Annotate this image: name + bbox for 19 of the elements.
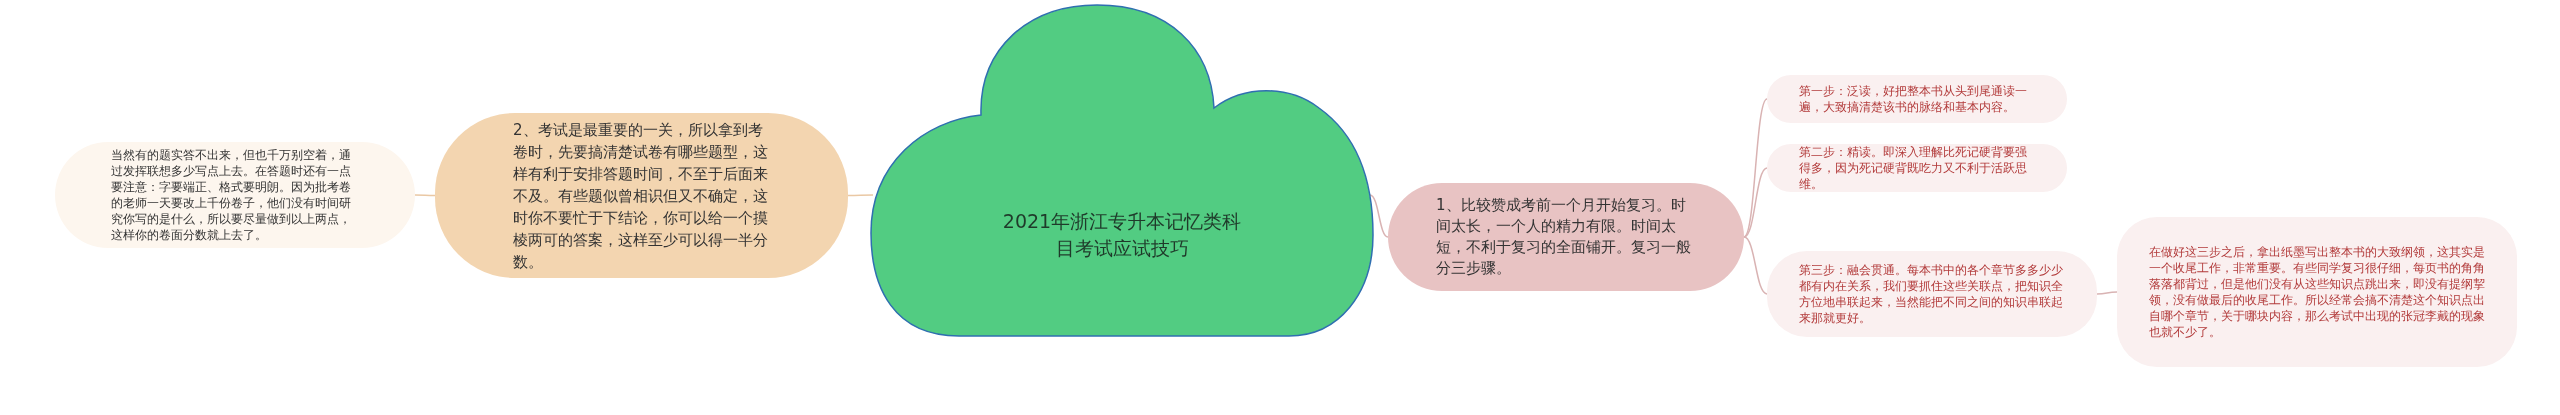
connector-line bbox=[1743, 167, 1768, 238]
subtopic-node bbox=[1767, 75, 2067, 123]
connector-line bbox=[1743, 236, 1768, 295]
node-text: 2、考试是最重要的一关，所以拿到考卷时，先要搞清楚试卷有哪些题型，这样有利于安排答题时间，不至于后面来不及。有些题似曾相识但又不确定，这时你不要忙于下结论，你可以给一个摸棱两可的答案，这样至少可以得一半分数。 bbox=[513, 119, 769, 273]
connector-line bbox=[414, 194, 436, 197]
node-text: 第二步：精读。即深入理解比死记硬背要强得多，因为死记硬背既吃力又不利于活跃思维。 bbox=[1799, 144, 2028, 192]
node-text: 当然有的题实答不出来，但也千万别空着，通过发挥联想多少写点上去。在答题时还有一点要注意：字要端正、格式要明朗。因为批考卷的老师一天要改上千份卷子，他们没有时间研究你写的是什么，所以要尽量做到以上两点，这样你的卷面分数就上去了。 bbox=[111, 147, 352, 243]
cloud-node bbox=[869, 3, 1375, 338]
connector-line bbox=[1743, 98, 1768, 238]
subtopic-node bbox=[1767, 144, 2067, 192]
title-text: 2021年浙江专升本记忆类科目考试应试技巧 bbox=[1001, 209, 1243, 261]
connector-line bbox=[847, 194, 874, 197]
connector-line bbox=[1369, 194, 1389, 238]
node-text: 1、比较赞成考前一个月开始复习。时间太长，一个人的精力有限。时间太短，不利于复习的全面铺开。复习一般分三步骤。 bbox=[1436, 195, 1692, 279]
subtopic-node bbox=[2117, 217, 2517, 367]
connector-line bbox=[2096, 291, 2118, 295]
node-text: 在做好这三步之后，拿出纸墨写出整本书的大致纲领，这其实是一个收尾工作，非常重要。有些同学复习很仔细，每页书的角角落落都背过，但是他们没有从这些知识点跳出来，即没有提纲挈领，没有做最后的收尾工作。所以经常会搞不清楚这个知识点出自哪个章节，关于哪块内容，那么考试中出现的张冠李戴的现象也就不少了。 bbox=[2149, 244, 2485, 340]
node-text: 第一步：泛读，好把整本书从头到尾通读一遍，大致搞清楚该书的脉络和基本内容。 bbox=[1799, 83, 2028, 115]
node-text: 第三步：融会贯通。每本书中的各个章节多多少少都有内在关系，我们要抓住这些关联点，把知识全方位地串联起来，当然能把不同之间的知识串联起来那就更好。 bbox=[1799, 262, 2064, 326]
